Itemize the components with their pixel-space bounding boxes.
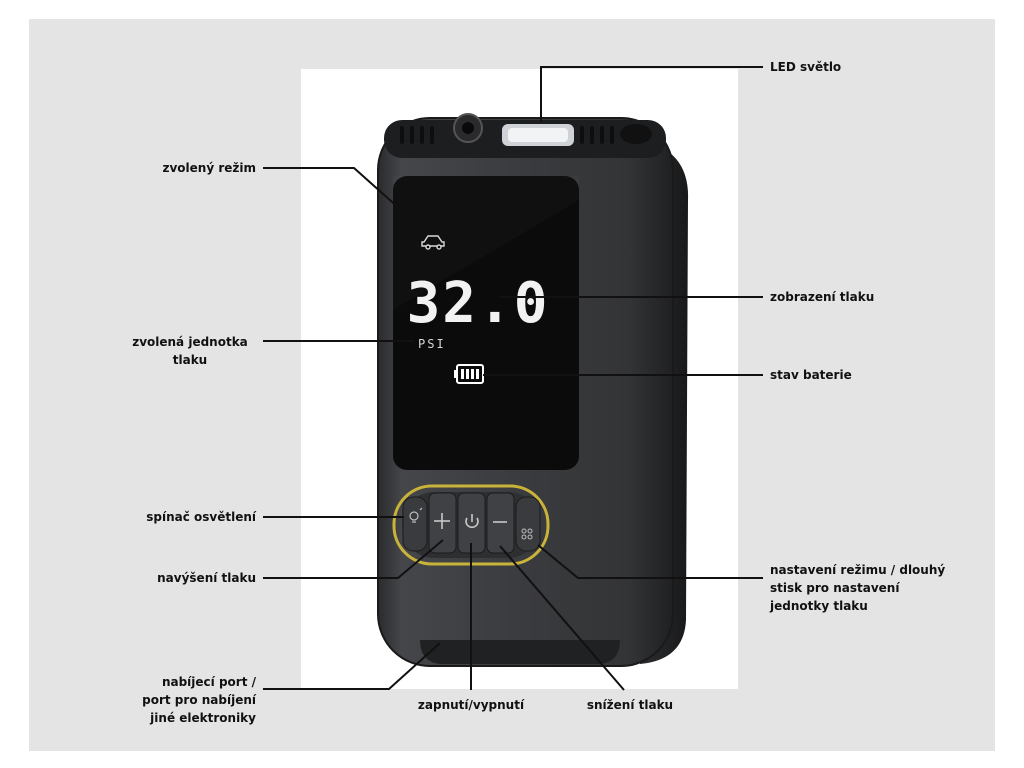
led-light <box>502 124 574 146</box>
label-mode-setting: nastavení režimu / dlouhý stisk pro nast… <box>770 563 946 613</box>
pressure-value: 32.0 <box>407 271 550 336</box>
car-icon <box>421 235 445 250</box>
label-led-light: LED světlo <box>770 60 842 74</box>
lightbulb-icon <box>409 507 423 523</box>
pressure-unit: PSI <box>418 337 446 351</box>
plus-icon <box>434 513 450 529</box>
power-icon <box>465 514 479 529</box>
label-battery-status: stav baterie <box>770 368 852 382</box>
callout-lines <box>263 66 763 691</box>
minus-button[interactable] <box>486 492 515 554</box>
air-valve-port <box>453 113 483 143</box>
light-button[interactable] <box>402 496 428 552</box>
top-port <box>620 124 652 144</box>
label-pressure-decrease: snížení tlaku <box>586 698 674 712</box>
label-pressure-increase: navýšení tlaku <box>157 571 256 585</box>
plus-button[interactable] <box>428 492 457 554</box>
label-charging-port: nabíjecí port / port pro nabíjení jiné e… <box>142 675 256 725</box>
grid-dots-icon <box>521 528 533 540</box>
label-selected-unit: zvolená jednotka tlaku <box>132 335 248 367</box>
label-light-switch: spínač osvětlení <box>146 510 256 524</box>
mode-button[interactable] <box>515 496 541 552</box>
label-pressure-display: zobrazení tlaku <box>770 290 875 304</box>
label-selected-mode: zvolený režim <box>162 161 256 175</box>
label-power: zapnutí/vypnutí <box>417 698 525 712</box>
